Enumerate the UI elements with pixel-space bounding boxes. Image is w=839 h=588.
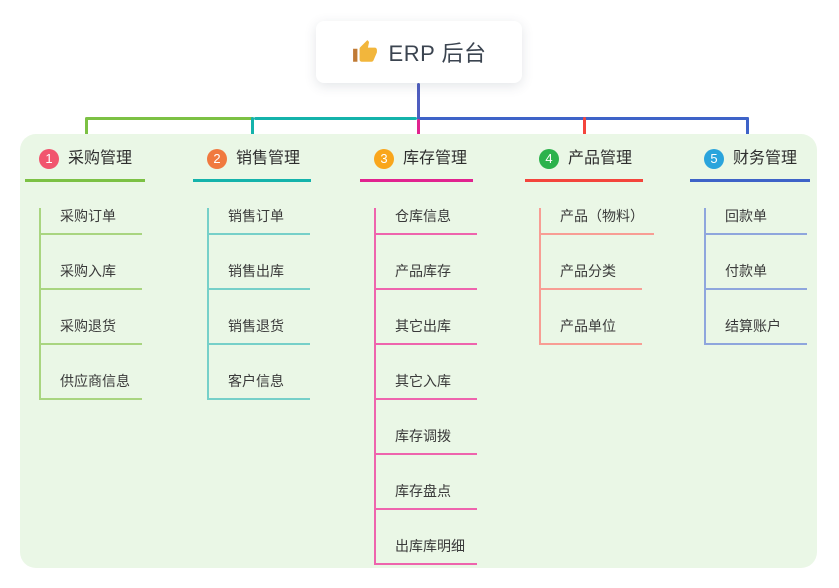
branch-product: 4 产品管理 产品（物料） 产品分类 产品单位 — [525, 148, 654, 345]
branch-header-finance[interactable]: 5 财务管理 — [690, 148, 810, 182]
root-title: ERP 后台 — [388, 41, 487, 66]
branch-title: 财务管理 — [733, 150, 798, 167]
branch-number-badge: 2 — [207, 149, 227, 169]
branch-header-sales[interactable]: 2 销售管理 — [193, 148, 311, 182]
child-node[interactable]: 采购订单 — [41, 208, 142, 235]
branch-children: 仓库信息 产品库存 其它出库 其它入库 库存调拨 库存盘点 出库库明细 — [374, 208, 477, 565]
connector-horizontal-purchase — [86, 117, 254, 120]
branch-purchase: 1 采购管理 采购订单 采购入库 采购退货 供应商信息 — [25, 148, 145, 400]
child-node[interactable]: 客户信息 — [209, 373, 310, 400]
branches-panel — [20, 134, 817, 568]
child-node[interactable]: 产品库存 — [376, 263, 477, 290]
child-node[interactable]: 仓库信息 — [376, 208, 477, 235]
root-node[interactable]: ERP 后台 — [316, 21, 522, 83]
child-node[interactable]: 回款单 — [706, 208, 807, 235]
branch-number-badge: 4 — [539, 149, 559, 169]
branch-header-product[interactable]: 4 产品管理 — [525, 148, 643, 182]
connector-horizontal-sales — [254, 117, 417, 120]
connector-root-stem — [417, 83, 420, 119]
branch-children: 销售订单 销售出库 销售退货 客户信息 — [207, 208, 311, 400]
branch-header-purchase[interactable]: 1 采购管理 — [25, 148, 145, 182]
child-node[interactable]: 销售订单 — [209, 208, 310, 235]
branch-title: 销售管理 — [236, 150, 301, 167]
child-node[interactable]: 其它出库 — [376, 318, 477, 345]
branch-inventory: 3 库存管理 仓库信息 产品库存 其它出库 其它入库 库存调拨 库存盘点 出库库… — [360, 148, 477, 565]
branch-title: 库存管理 — [403, 150, 468, 167]
child-node[interactable]: 其它入库 — [376, 373, 477, 400]
child-node[interactable]: 产品单位 — [541, 318, 642, 345]
child-node[interactable]: 采购退货 — [41, 318, 142, 345]
branch-sales: 2 销售管理 销售订单 销售出库 销售退货 客户信息 — [193, 148, 311, 400]
child-node[interactable]: 销售退货 — [209, 318, 310, 345]
child-node[interactable]: 产品（物料） — [541, 208, 654, 235]
branch-number-badge: 3 — [374, 149, 394, 169]
child-node[interactable]: 库存盘点 — [376, 483, 477, 510]
branch-header-inventory[interactable]: 3 库存管理 — [360, 148, 473, 182]
child-node[interactable]: 供应商信息 — [41, 373, 142, 400]
child-node[interactable]: 出库库明细 — [376, 538, 477, 565]
child-node[interactable]: 采购入库 — [41, 263, 142, 290]
branch-title: 产品管理 — [568, 150, 633, 167]
branch-number-badge: 1 — [39, 149, 59, 169]
child-node[interactable]: 销售出库 — [209, 263, 310, 290]
child-node[interactable]: 产品分类 — [541, 263, 642, 290]
branch-number-badge: 5 — [704, 149, 724, 169]
branch-children: 回款单 付款单 结算账户 — [704, 208, 810, 345]
child-node[interactable]: 付款单 — [706, 263, 807, 290]
thumbs-up-icon — [352, 40, 377, 62]
child-node[interactable]: 库存调拨 — [376, 428, 477, 455]
branch-children: 采购订单 采购入库 采购退货 供应商信息 — [39, 208, 145, 400]
branch-finance: 5 财务管理 回款单 付款单 结算账户 — [690, 148, 810, 345]
branch-children: 产品（物料） 产品分类 产品单位 — [539, 208, 654, 345]
branch-title: 采购管理 — [68, 150, 133, 167]
child-node[interactable]: 结算账户 — [706, 318, 807, 345]
